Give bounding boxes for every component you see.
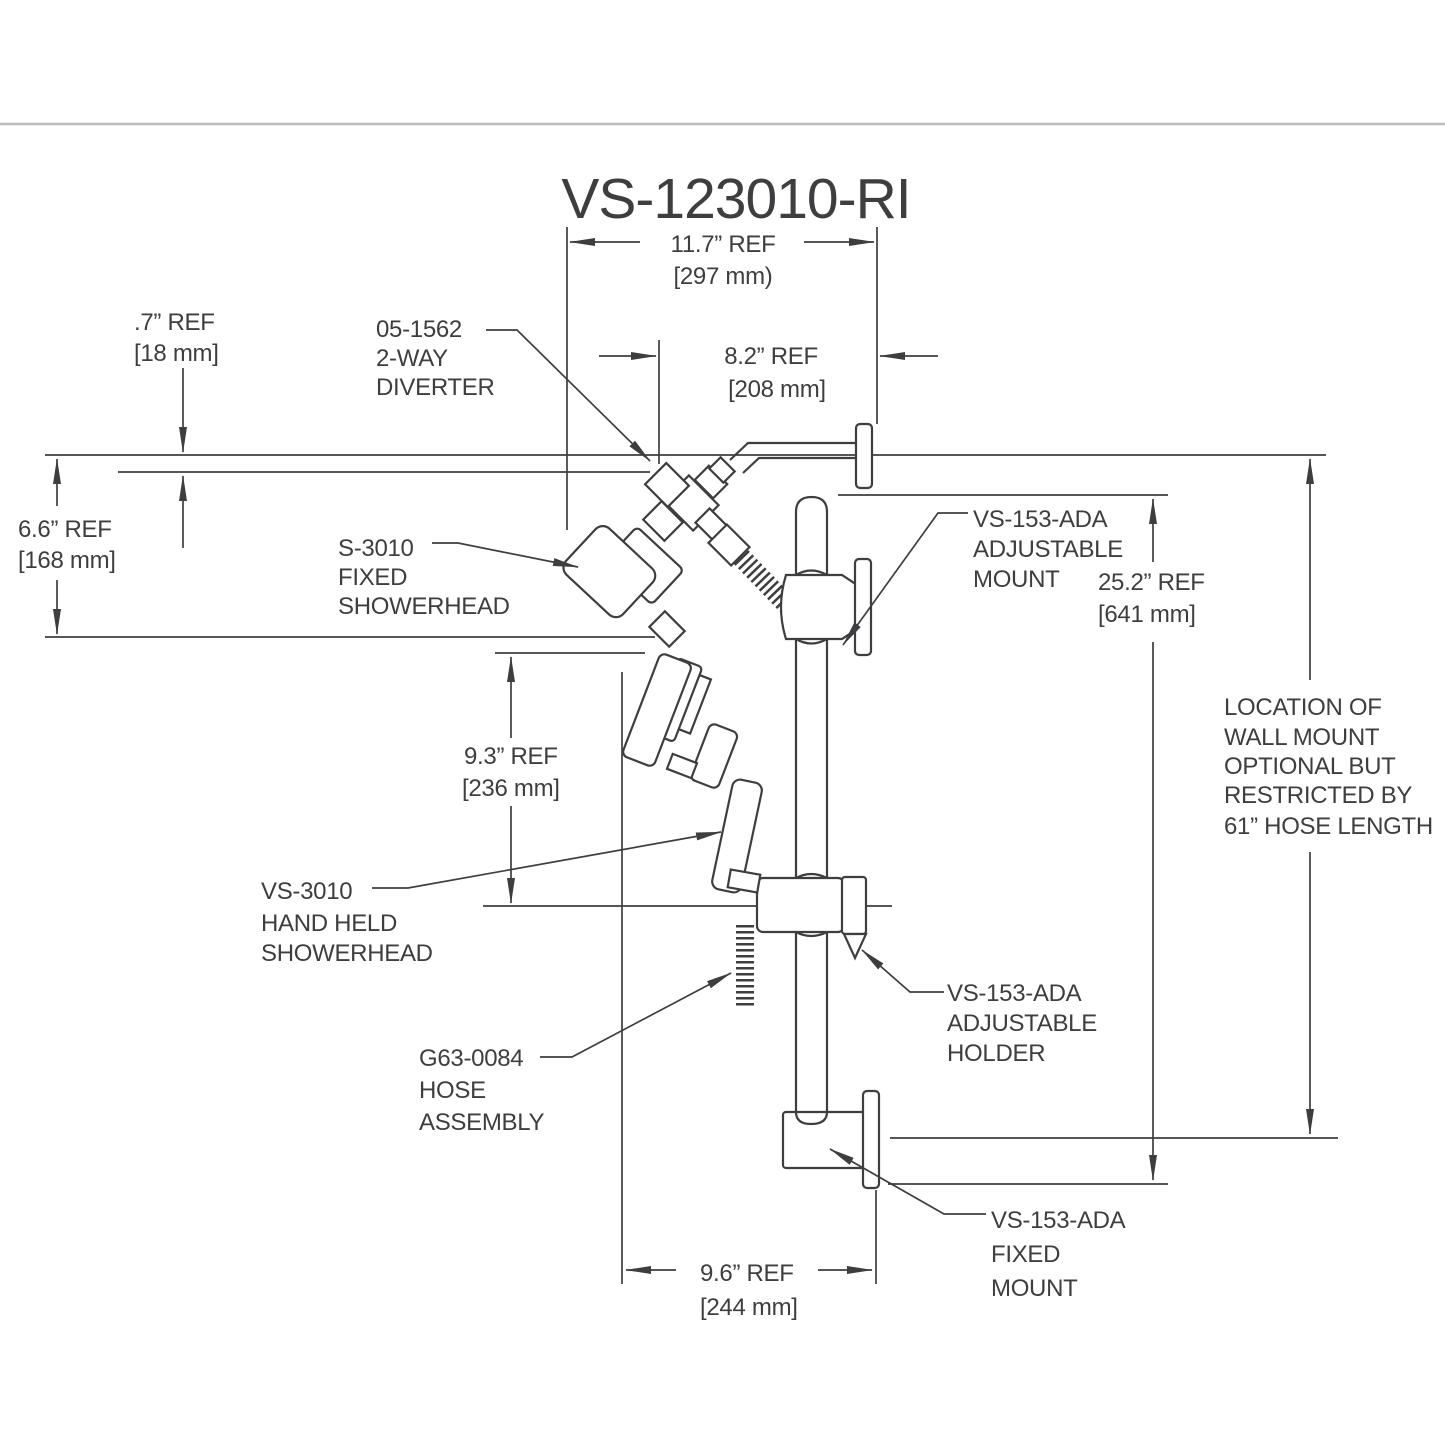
handle-lower — [711, 778, 763, 894]
note-line-4: RESTRICTED BY — [1224, 782, 1412, 809]
dim-11-7-mm: [297 mm) — [674, 263, 773, 290]
dim-11-7-in: 11.7” REF — [671, 231, 776, 258]
dimension-labels: 11.7” REF [297 mm) 8.2” REF [208 mm] .7”… — [18, 231, 1205, 1321]
dimension-arrows — [53, 238, 1314, 1274]
holder-flange — [840, 875, 868, 936]
shower-arm-pipe — [729, 441, 856, 474]
pipe-top-edge — [729, 441, 856, 461]
wall-mount-note: LOCATION OF WALL MOUNT OPTIONAL BUT REST… — [1224, 694, 1433, 840]
label-fixed-showerhead-3: SHOWERHEAD — [338, 593, 510, 620]
label-fixed-mount-3: MOUNT — [991, 1275, 1078, 1302]
leader-adjustable-mount — [842, 512, 968, 646]
label-fixed-showerhead-2: FIXED — [338, 564, 407, 591]
label-adjustable-mount-2: ADJUSTABLE — [973, 536, 1123, 563]
holder-top-arc — [795, 872, 828, 879]
label-fixed-showerhead-1: S-3010 — [338, 535, 414, 562]
adjustable-mount-assembly — [779, 557, 873, 657]
dim-9-6-mm: [244 mm] — [700, 1294, 798, 1321]
showerhead-nozzle — [647, 609, 687, 649]
dim-6-6-mm: [168 mm] — [18, 547, 116, 574]
label-hose-3: ASSEMBLY — [419, 1109, 544, 1136]
dim-25-2-mm: [641 mm] — [1098, 601, 1196, 628]
head-nub — [665, 752, 699, 780]
label-fixed-mount-2: FIXED — [991, 1241, 1060, 1268]
head-body — [622, 653, 692, 767]
label-hose-2: HOSE — [419, 1077, 486, 1104]
reference-lines — [45, 227, 1338, 1284]
note-line-2: WALL MOUNT — [1224, 724, 1380, 751]
note-line-1: LOCATION OF — [1224, 694, 1382, 721]
drawing-title: VS-123010-RI — [561, 167, 910, 231]
fixed-showerhead-assembly — [562, 499, 687, 649]
leader-fixed-showerhead — [432, 542, 579, 568]
hand-held-showerhead-assembly — [622, 653, 763, 894]
leader-adjustable-holder — [861, 949, 944, 993]
diverter-knob — [643, 461, 691, 509]
label-fixed-mount-1: VS-153-ADA — [991, 1207, 1126, 1234]
label-adjustable-holder-3: HOLDER — [947, 1040, 1045, 1067]
fixed-mount-bar-arc — [794, 1111, 829, 1126]
showerhead-face-plate — [562, 525, 657, 619]
label-diverter-3: DIVERTER — [376, 374, 495, 401]
holder-bottom-arc — [795, 931, 828, 938]
handle-upper — [689, 723, 739, 789]
label-adjustable-mount-1: VS-153-ADA — [973, 506, 1108, 533]
dim-9-3-in: 9.3” REF — [464, 743, 558, 770]
adjustable-mount-top-arc — [795, 569, 828, 576]
dim-0-7-mm: [18 mm] — [134, 340, 219, 367]
dim-25-2-in: 25.2” REF — [1098, 569, 1205, 596]
dim-9-6-in: 9.6” REF — [700, 1260, 794, 1287]
hose-nut-large — [706, 522, 752, 568]
pipe-bottom-edge — [742, 456, 856, 474]
dim-8-2-in: 8.2” REF — [724, 343, 818, 370]
label-adjustable-holder-1: VS-153-ADA — [947, 980, 1082, 1007]
dim-0-7-in: .7” REF — [134, 309, 215, 336]
part-labels: 05-1562 2-WAY DIVERTER S-3010 FIXED SHOW… — [261, 316, 1126, 1302]
label-hand-held-2: HAND HELD — [261, 910, 397, 937]
label-hand-held-3: SHOWERHEAD — [261, 940, 433, 967]
leader-diverter — [486, 329, 651, 462]
label-hose-1: G63-0084 — [419, 1045, 523, 1072]
dim-6-6-in: 6.6” REF — [18, 516, 112, 543]
holder-tip — [842, 932, 868, 961]
label-adjustable-mount-3: MOUNT — [973, 566, 1060, 593]
slide-bar — [794, 495, 829, 1118]
holder-block — [755, 876, 846, 934]
two-way-diverter-assembly — [643, 455, 752, 568]
label-hand-held-1: VS-3010 — [261, 878, 352, 905]
leader-hose-assembly — [540, 972, 732, 1058]
handle-hex-nut — [726, 868, 762, 894]
shower-arm-wall-flange — [854, 422, 874, 490]
fixed-mount-flange — [861, 1089, 881, 1190]
leader-fixed-mount — [829, 1148, 986, 1215]
pipe-nut — [707, 455, 737, 485]
note-line-5: 61” HOSE LENGTH — [1224, 813, 1433, 840]
adjustable-mount-body — [779, 573, 859, 641]
dim-8-2-mm: [208 mm] — [728, 376, 826, 403]
adjustable-holder-assembly — [755, 872, 868, 961]
leader-hand-held — [372, 831, 722, 889]
adjustable-mount-flange — [853, 557, 873, 657]
label-adjustable-holder-2: ADJUSTABLE — [947, 1010, 1097, 1037]
note-line-3: OPTIONAL BUT — [1224, 753, 1396, 780]
dim-9-3-mm: [236 mm] — [462, 775, 560, 802]
label-diverter-1: 05-1562 — [376, 316, 462, 343]
leader-lines — [372, 329, 986, 1215]
adjustable-mount-bottom-arc — [795, 638, 828, 645]
label-diverter-2: 2-WAY — [376, 345, 448, 372]
showerhead-collar — [641, 499, 685, 543]
